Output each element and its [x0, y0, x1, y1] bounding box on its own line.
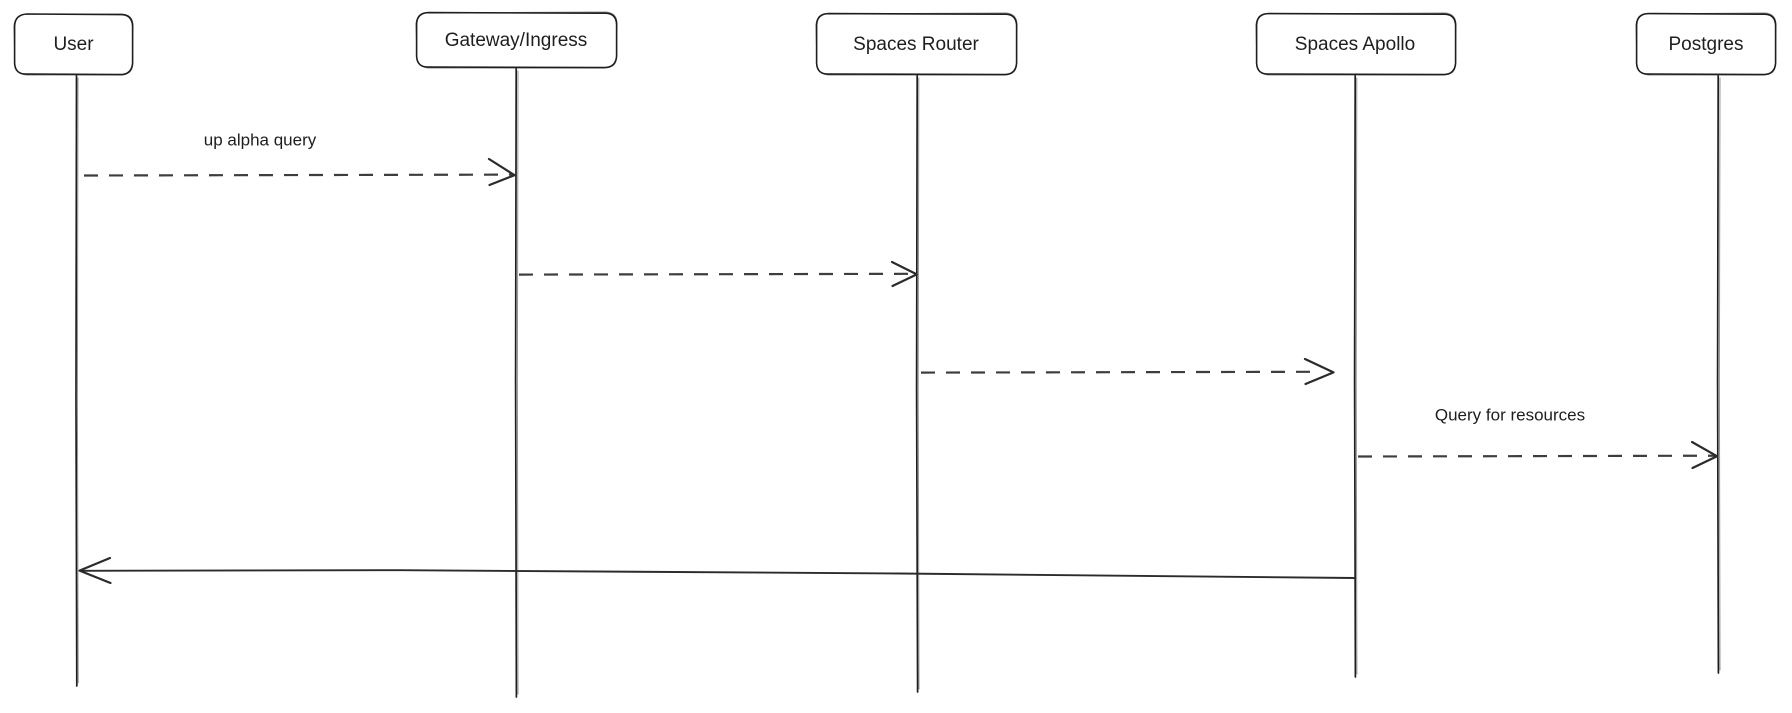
arrowhead-left-icon — [78, 556, 112, 585]
participant-label-postgres: Postgres — [1669, 34, 1744, 55]
message-query-for-resources[interactable]: Query for resources — [1357, 405, 1719, 470]
participant-label-router: Spaces Router — [853, 34, 979, 55]
message-label-query-for-resources: Query for resources — [1435, 405, 1585, 424]
participant-user[interactable]: User — [13, 13, 134, 76]
participant-label-user: User — [53, 34, 94, 55]
lifelines-layer — [75, 67, 1721, 698]
participant-label-gateway: Gateway/Ingress — [445, 30, 588, 51]
participant-apollo[interactable]: Spaces Apollo — [1255, 12, 1457, 76]
participant-gateway[interactable]: Gateway/Ingress — [415, 11, 618, 69]
message-label-up-alpha-query: up alpha query — [204, 130, 317, 149]
arrowhead-right-icon — [1303, 357, 1335, 386]
lifeline-router — [915, 74, 920, 693]
participant-label-apollo: Spaces Apollo — [1295, 34, 1415, 55]
lifeline-gateway — [514, 67, 519, 698]
participant-router[interactable]: Spaces Router — [815, 12, 1018, 76]
message-up-alpha-query[interactable]: up alpha query — [83, 130, 516, 187]
arrowhead-right-icon — [890, 260, 918, 288]
lifeline-apollo — [1353, 74, 1358, 678]
message-router-to-apollo[interactable] — [920, 357, 1335, 386]
lifeline-postgres — [1716, 74, 1721, 674]
participant-postgres[interactable]: Postgres — [1635, 12, 1777, 76]
arrowhead-right-icon — [487, 157, 516, 187]
message-return-to-user[interactable] — [78, 556, 1356, 585]
message-gateway-to-router[interactable] — [518, 260, 918, 288]
participant-boxes-layer: User Gateway/Ingress Spaces Router Space… — [13, 11, 1777, 76]
arrowhead-right-icon — [1690, 440, 1719, 470]
lifeline-user — [75, 74, 79, 687]
messages-layer: up alpha query Query for resources — [78, 130, 1719, 585]
